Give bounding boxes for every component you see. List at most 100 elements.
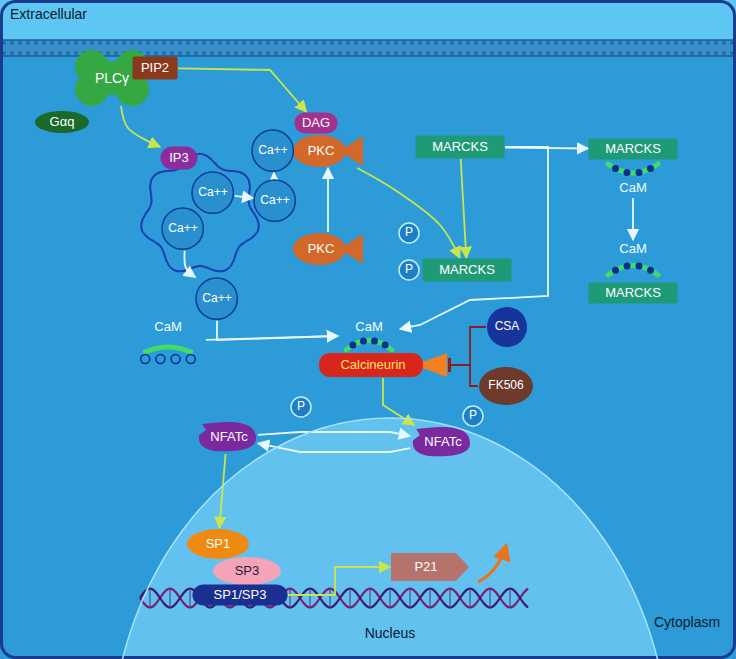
connector <box>273 173 275 180</box>
shape-outline <box>612 267 619 274</box>
node-text: PLCγ <box>95 70 129 86</box>
connector <box>461 159 467 258</box>
protein-box: MARCKS <box>588 138 678 160</box>
dna-rung <box>150 588 151 608</box>
shape-outline <box>35 111 89 133</box>
kinase-shape: PKC <box>292 232 364 266</box>
kinase-shape: PKC <box>292 134 364 168</box>
node-text: NFATc <box>210 430 247 445</box>
shape-outline <box>416 136 505 159</box>
shape-outline <box>293 233 346 265</box>
shape-outline <box>612 165 619 172</box>
nucleus-outline: Nucleus SP1SP3SP1/SP3 P21 <box>110 418 670 659</box>
node-text: MARCKS <box>432 140 488 155</box>
dna-rung <box>190 588 191 608</box>
node-text: Ca++ <box>260 194 289 208</box>
shape-outline <box>360 337 367 344</box>
dna-rung <box>490 588 491 608</box>
node-text: CaM <box>619 181 646 196</box>
connector <box>258 432 410 436</box>
shape-outline <box>382 341 389 348</box>
shape-outline <box>608 266 658 276</box>
shape-outline <box>487 307 527 347</box>
dna-rung <box>470 588 471 608</box>
shape-outline <box>141 355 150 364</box>
connector <box>400 147 548 329</box>
membrane-band <box>0 40 736 56</box>
dna-rung <box>430 588 431 608</box>
promoter-site: SP1/SP3 <box>192 584 288 606</box>
shape-outline <box>295 113 338 134</box>
shape-outline <box>161 147 198 170</box>
g-protein: Gαq <box>34 110 90 134</box>
shape-outline <box>187 529 249 559</box>
connector <box>448 365 478 386</box>
protein-box: MARCKS <box>415 135 505 159</box>
node-text: Gαq <box>50 115 75 130</box>
shape-outline <box>371 337 378 344</box>
shape-outline <box>319 353 423 377</box>
node-text: PKC <box>308 242 335 257</box>
shape-outline <box>391 553 469 581</box>
node-text: MARCKS <box>605 286 661 301</box>
shape-outline <box>647 267 654 274</box>
shape-outline <box>608 164 658 173</box>
ion-circle: Ca++ <box>191 171 234 214</box>
dna-rung <box>370 588 371 608</box>
shape-outline <box>636 169 643 176</box>
dna-rung <box>510 588 511 608</box>
lipid-pattern <box>0 40 736 56</box>
node-text: PKC <box>308 144 335 159</box>
node-text: Ca++ <box>168 222 197 236</box>
transcription-factor: NFATc <box>196 420 258 454</box>
protein-box: MARCKS <box>422 258 512 282</box>
shape-outline <box>84 61 139 95</box>
node-text: CaM <box>619 242 646 257</box>
er-group <box>141 154 258 272</box>
dna-rung <box>450 588 451 608</box>
shape-outline <box>624 263 631 270</box>
connector <box>448 327 486 365</box>
node-text: CaM <box>355 320 382 335</box>
shape-outline <box>193 585 288 606</box>
connector <box>178 68 306 112</box>
transcription-factor: NFATc <box>410 425 472 459</box>
shape-outline <box>636 263 643 270</box>
node-text: CaM <box>154 320 181 335</box>
protein-box: MARCKS <box>588 282 678 304</box>
shape-outline <box>293 135 346 167</box>
node-text: MARCKS <box>605 142 661 157</box>
gene-product: P21 <box>390 552 470 582</box>
connector <box>235 196 254 198</box>
dna-rung <box>410 588 411 608</box>
phosphate-circle: P <box>398 222 420 244</box>
node-text: SP1/SP3 <box>214 588 267 603</box>
phosphate-circle: P <box>398 259 420 281</box>
node-text: SP3 <box>235 564 260 579</box>
shape-outline <box>647 165 654 172</box>
extracellular-band <box>0 0 736 40</box>
phosphate-circle: P <box>462 405 484 427</box>
node-text: Calcineurin <box>340 358 405 373</box>
node-text: P <box>469 409 477 423</box>
node-text: Nucleus <box>365 625 416 641</box>
shape-outline <box>186 355 195 364</box>
shape-outline <box>162 208 203 249</box>
connector <box>121 106 160 147</box>
drug-circle: FK506 <box>478 366 534 406</box>
upregulation-arrow <box>478 546 506 582</box>
node-text: SP1 <box>206 537 231 552</box>
connector <box>357 168 460 258</box>
dna-rung <box>350 588 351 608</box>
calmodulin: CaM <box>130 318 206 364</box>
shape-outline <box>479 367 533 405</box>
connector <box>327 168 329 232</box>
shape-outline <box>199 422 256 451</box>
node-text: FK506 <box>488 379 523 393</box>
ion-circle: Ca++ <box>251 129 294 172</box>
drug-circle: CSA <box>486 306 528 348</box>
nucleus-fill <box>110 418 670 659</box>
node-text: NFATc <box>424 435 461 450</box>
shape-outline <box>252 130 293 171</box>
